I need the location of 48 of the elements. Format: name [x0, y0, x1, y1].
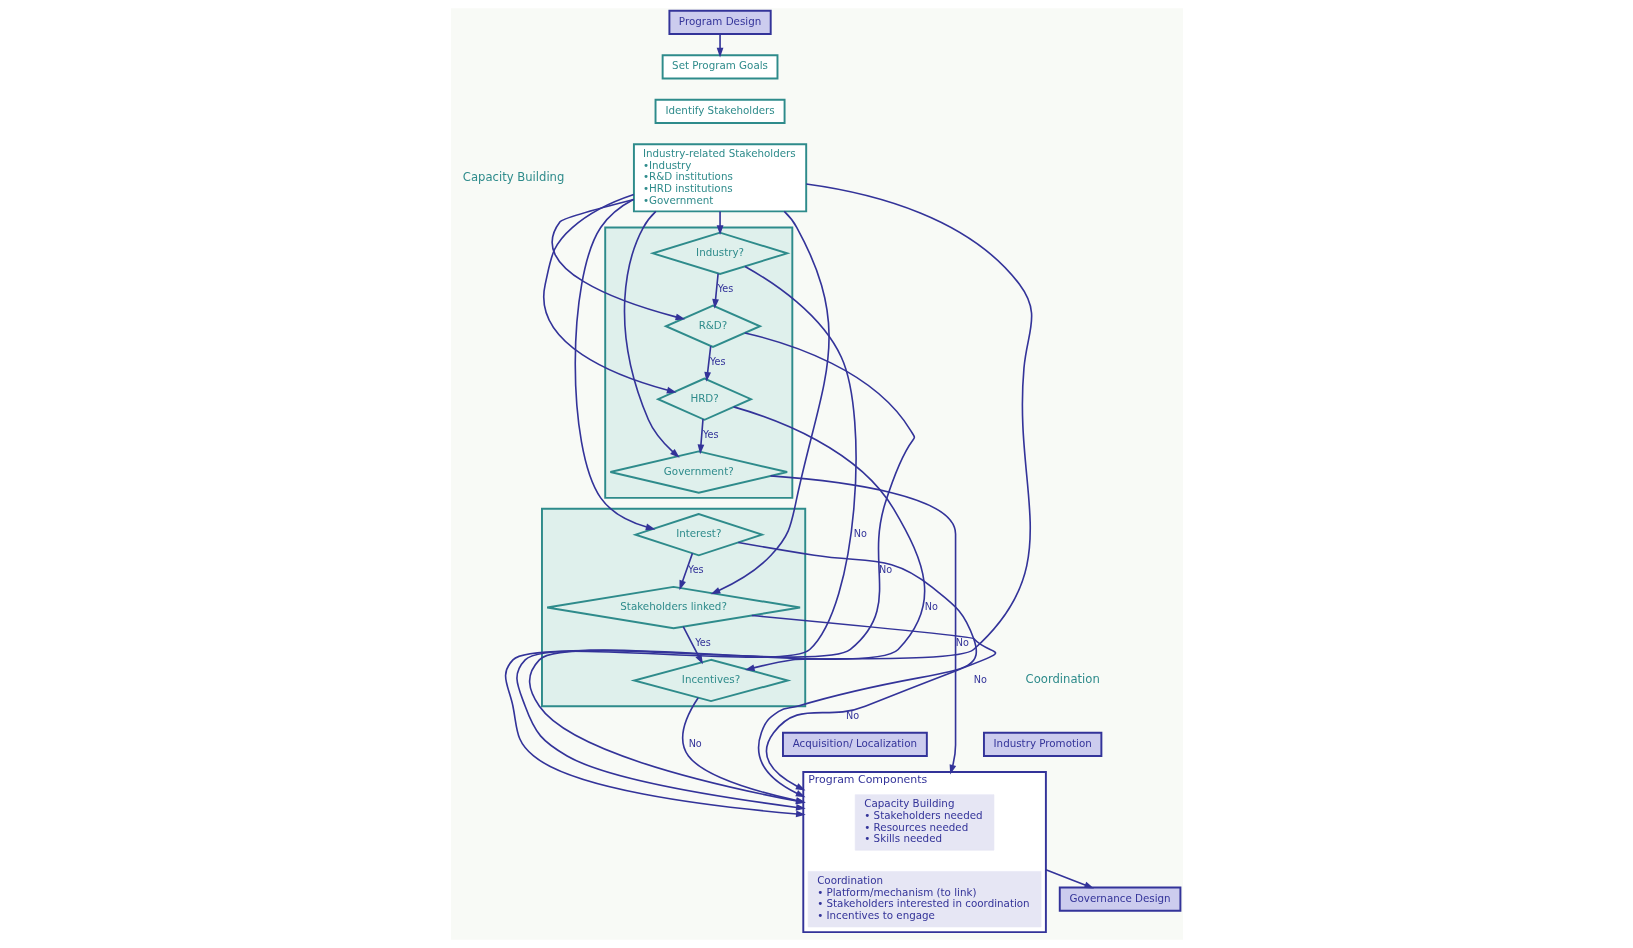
node-box: Industry Promotion — [982, 731, 1102, 757]
label: Coordination — [1025, 672, 1100, 687]
arrow — [1044, 868, 1094, 889]
edge-label: Yes — [694, 637, 711, 649]
arrow — [716, 33, 723, 58]
node-box: Identify Stakeholders — [654, 98, 786, 124]
node-box: Governance Design — [1058, 886, 1181, 912]
node-diamond: HRD? — [655, 377, 753, 421]
arrow — [703, 345, 711, 382]
arrow — [736, 541, 977, 798]
arrow — [623, 210, 680, 458]
arrow — [681, 625, 703, 665]
arrow — [744, 183, 1032, 671]
edge-label: No — [853, 527, 867, 539]
node-diamond: R&D? — [662, 304, 762, 348]
node-diamond: Industry? — [649, 231, 790, 275]
edge-label: Yes — [717, 283, 733, 295]
edge-label: Yes — [687, 564, 704, 576]
arrow — [542, 193, 677, 394]
arrow — [711, 272, 719, 309]
node-diamond: Incentives? — [630, 658, 792, 703]
arrow — [550, 198, 685, 321]
edge-label: Yes — [709, 355, 726, 367]
cluster — [540, 507, 806, 708]
arrow — [573, 198, 655, 531]
arrow — [515, 332, 915, 811]
edge-label: No — [845, 710, 859, 722]
edge-label: No — [924, 600, 938, 612]
edge-label: No — [878, 564, 892, 576]
node-box: Industry-related Stakeholders •Industry •R&D institutions •HRD institutions •Government — [632, 143, 807, 213]
arrow — [697, 418, 704, 455]
node-box: Capacity Building • Stakeholders needed • Resources needed • Skills needed — [854, 794, 994, 851]
arrow — [769, 475, 956, 775]
arrow — [750, 614, 996, 791]
edge-label: No — [688, 737, 702, 749]
node-diamond: Interest? — [631, 512, 765, 557]
node-box: Coordination • Platform/mechanism (to link) • Stakeholders interested in coordination • Incentives to engage — [807, 871, 1041, 928]
node-box: Program Design — [667, 9, 772, 35]
arrow — [679, 552, 693, 591]
arrow — [710, 210, 830, 595]
edge-label: Yes — [702, 428, 718, 440]
node-box: Acquisition/ Localization — [781, 731, 928, 757]
label: Capacity Building — [462, 169, 564, 184]
edge-label: No — [955, 637, 969, 649]
arrow — [504, 265, 857, 818]
edge-label: No — [973, 673, 987, 685]
node-box: Set Program Goals — [661, 54, 778, 80]
arrow — [716, 210, 723, 236]
